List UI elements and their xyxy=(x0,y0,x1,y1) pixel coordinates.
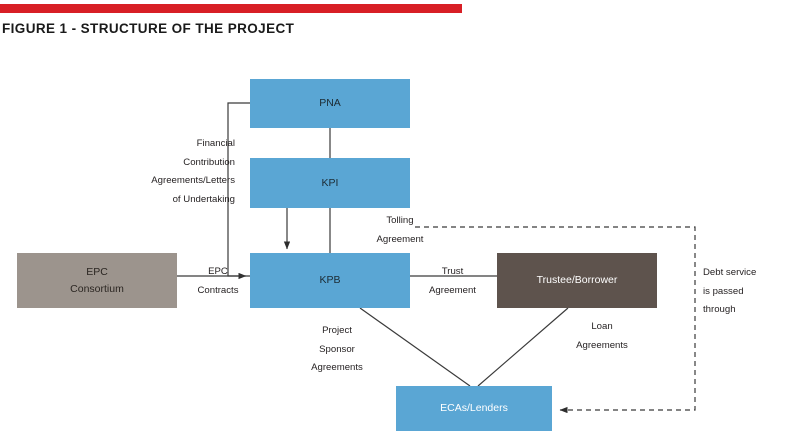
wire-kpb-ecas xyxy=(359,307,471,387)
node-trustee-borrower[interactable]: Trustee/Borrower xyxy=(497,253,657,308)
edge-label-epc-line2: Contracts xyxy=(197,284,239,296)
edge-label-project-line3: Agreements xyxy=(311,362,363,374)
edge-label-trust-line2: Agreement xyxy=(429,284,476,296)
edge-label-loan-line1: Loan xyxy=(591,321,613,332)
accent-bar xyxy=(0,4,462,13)
node-pna-label: PNA xyxy=(319,97,341,110)
edge-label-financial-line2: Contribution xyxy=(183,156,235,168)
node-trustee-label: Trustee/Borrower xyxy=(536,274,618,287)
edge-label-loan-agreements: Loan Agreements xyxy=(547,318,657,355)
edge-label-debt-service: Debt service is passed through xyxy=(703,264,798,320)
edge-label-epc-line1: EPC xyxy=(208,266,228,277)
edge-label-financial-line3: Agreements/Letters xyxy=(151,175,235,187)
edge-label-trust-agreement: Trust Agreement xyxy=(400,263,505,300)
wire-trustee-ecas xyxy=(477,307,569,387)
node-epc-consortium[interactable]: EPC Consortium xyxy=(17,253,177,308)
edge-label-loan-line2: Agreements xyxy=(576,339,628,351)
node-kpb[interactable]: KPB xyxy=(250,253,410,308)
edge-label-tolling-line1: Tolling xyxy=(386,215,414,226)
edge-label-project-sponsor-agreements: Project Sponsor Agreements xyxy=(282,322,392,378)
edge-label-epc-contracts: EPC Contracts xyxy=(168,263,268,300)
wire-tolling-debt-service-dashed xyxy=(415,226,696,414)
edge-label-financial-line1: Financial xyxy=(196,138,235,149)
edge-label-project-line1: Project xyxy=(322,325,352,336)
node-epc-label-line2: Consortium xyxy=(70,282,124,295)
edge-label-debt-line2: is passed xyxy=(703,285,744,297)
edge-label-trust-line1: Trust xyxy=(441,266,464,277)
node-epc-label-line1: EPC xyxy=(86,266,108,279)
edge-label-financial-line4: of Undertaking xyxy=(172,193,235,205)
edge-label-tolling-line2: Agreement xyxy=(376,233,424,245)
node-kpb-label: KPB xyxy=(319,274,341,287)
edge-label-project-line2: Sponsor xyxy=(319,343,355,355)
edge-label-debt-line1: Debt service xyxy=(703,267,757,278)
edge-label-debt-line3: through xyxy=(703,304,736,316)
node-kpi-label: KPI xyxy=(321,176,339,189)
node-ecas-label: ECAs/Lenders xyxy=(440,402,508,415)
page-title: FIGURE 1 - STRUCTURE OF THE PROJECT xyxy=(2,21,295,36)
node-ecas-lenders[interactable]: ECAs/Lenders xyxy=(396,386,552,431)
node-kpi[interactable]: KPI xyxy=(250,158,410,208)
edge-label-financial-contribution: Financial Contribution Agreements/Letter… xyxy=(35,135,235,209)
node-pna[interactable]: PNA xyxy=(250,79,410,128)
edge-label-tolling-agreement: Tolling Agreement xyxy=(345,212,455,249)
